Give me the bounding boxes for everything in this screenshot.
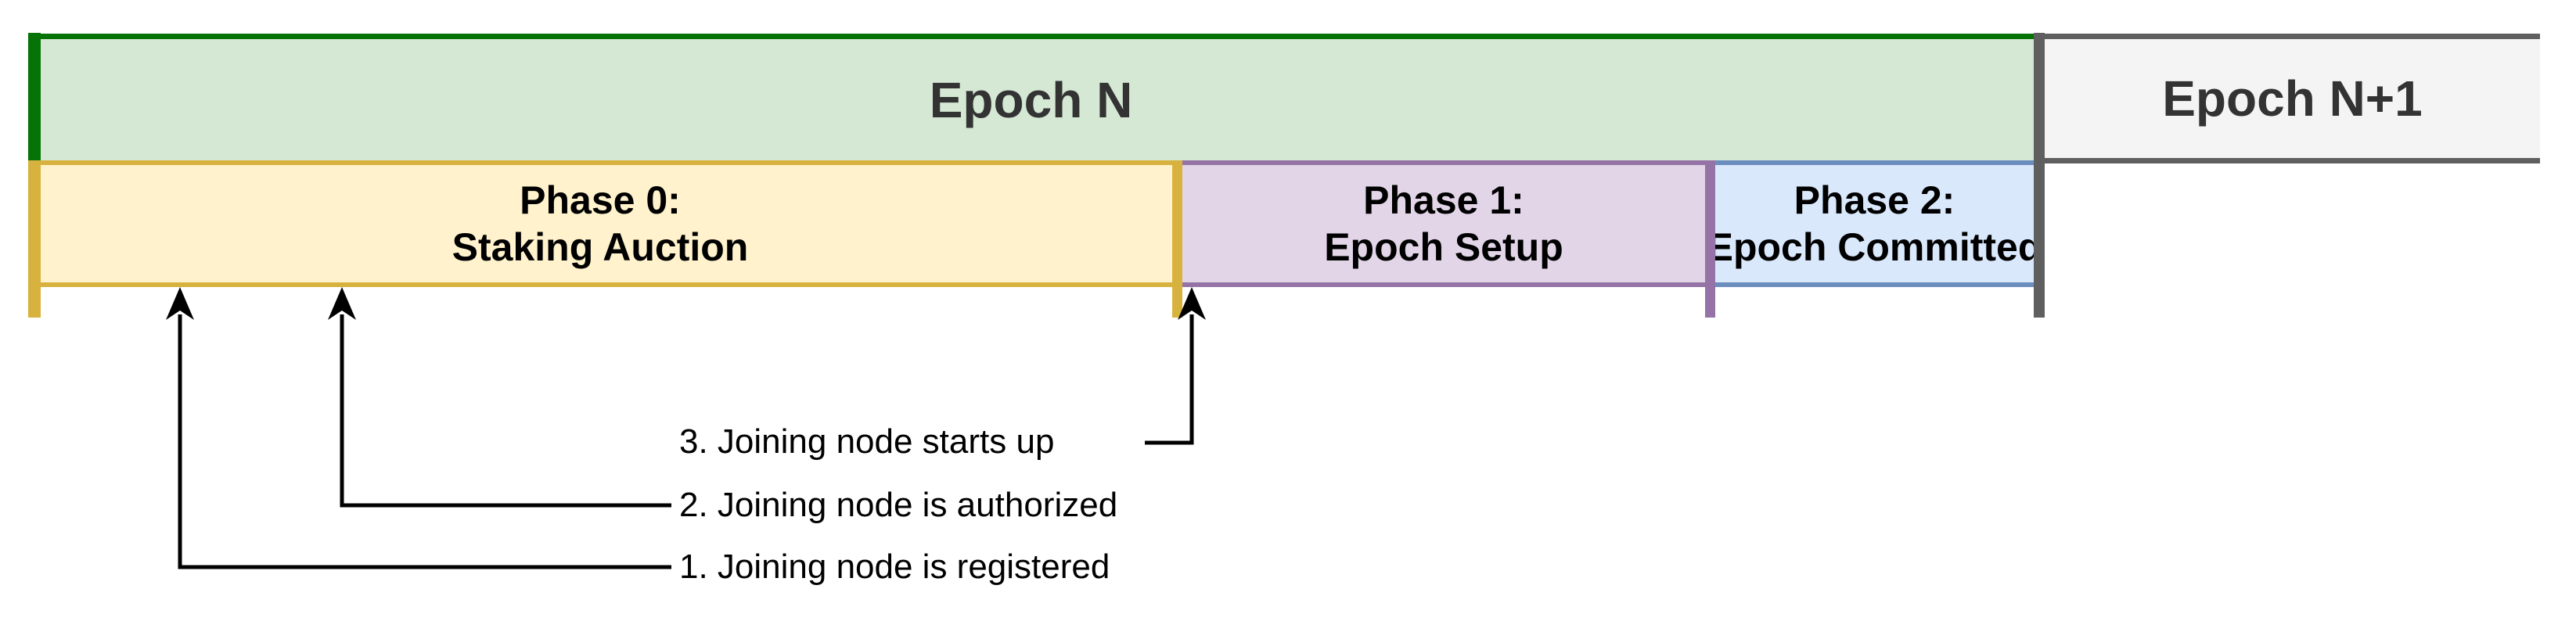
arrow-2-head — [328, 287, 356, 320]
epoch-n-label: Epoch N — [929, 71, 1133, 128]
phase-1-subtitle: Epoch Setup — [1324, 225, 1563, 269]
event-label-authorized: 2. Joining node is authorized — [679, 486, 1118, 524]
epoch-n-plus-1-label: Epoch N+1 — [2162, 70, 2423, 127]
phase-2-label: Phase 2: Epoch Committed — [1707, 177, 2042, 271]
epoch-n-start-divider — [28, 33, 41, 160]
arrow-2-connector — [340, 314, 671, 508]
phase-1-title: Phase 1: — [1363, 178, 1524, 222]
phase-0-title: Phase 0: — [520, 178, 681, 222]
phase-0-subtitle: Staking Auction — [452, 225, 749, 269]
phase-1-label: Phase 1: Epoch Setup — [1324, 177, 1563, 271]
phase-0-box: Phase 0: Staking Auction — [28, 160, 1172, 287]
epoch-boundary-divider — [2034, 33, 2045, 318]
event-label-registered: 1. Joining node is registered — [679, 548, 1110, 586]
epoch-n-plus-1-box: Epoch N+1 — [2045, 34, 2540, 163]
phase-1-end-divider — [1705, 160, 1715, 318]
event-label-starts-up: 3. Joining node starts up — [679, 422, 1055, 461]
phase-2-title: Phase 2: — [1793, 178, 1955, 222]
arrow-1-head — [166, 287, 194, 320]
phase-0-label: Phase 0: Staking Auction — [452, 177, 749, 271]
phase-2-box: Phase 2: Epoch Committed — [1707, 160, 2042, 287]
arrow-1-connector — [178, 314, 671, 569]
epoch-n-box: Epoch N — [28, 34, 2034, 160]
phase-0-start-divider — [28, 160, 41, 318]
phase-0-end-divider — [1172, 160, 1182, 318]
phase-2-subtitle: Epoch Committed — [1707, 225, 2042, 269]
phase-1-box: Phase 1: Epoch Setup — [1182, 160, 1705, 287]
arrow-3-connector — [1145, 314, 1194, 445]
